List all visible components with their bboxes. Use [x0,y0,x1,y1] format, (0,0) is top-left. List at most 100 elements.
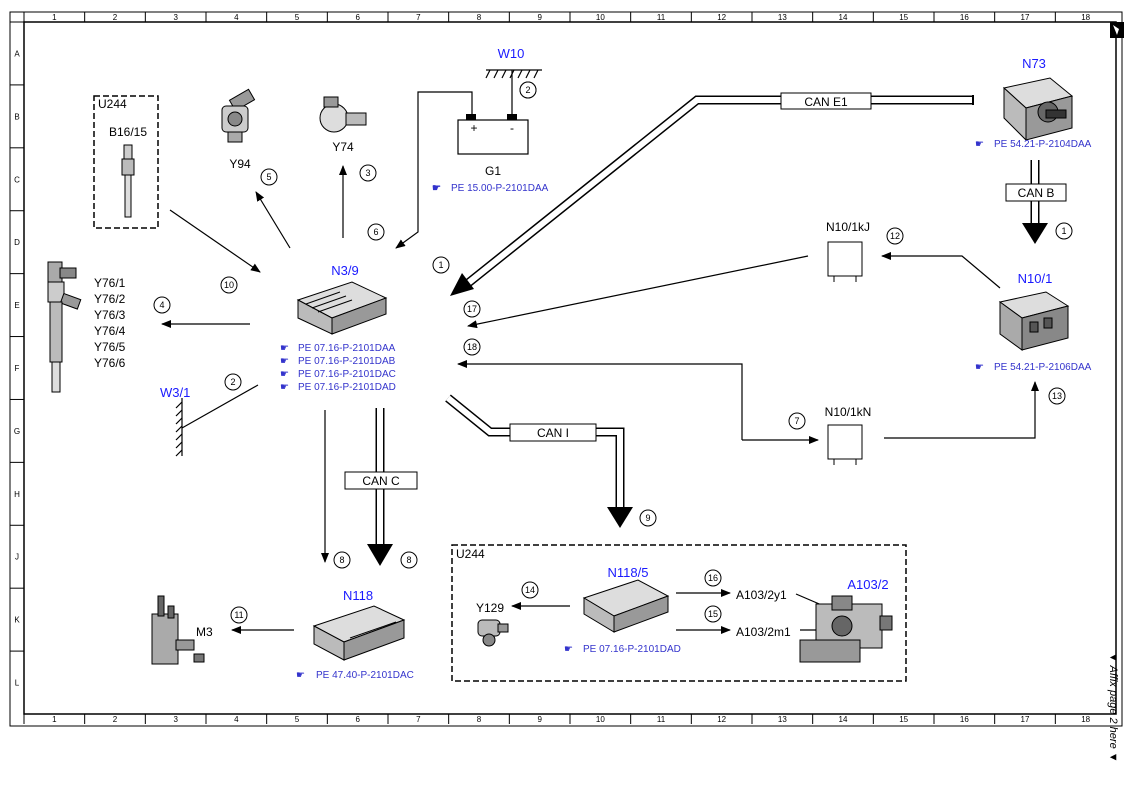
column-label: 1 [52,13,57,22]
row-label: A [14,49,20,58]
row-label: G [14,427,20,436]
callout-markers [153,81,1073,624]
column-label: 16 [960,13,969,22]
marker-1-can-e1: 1 [438,260,443,270]
y74-label: Y74 [332,140,354,154]
column-label: 12 [717,13,726,22]
column-label: 18 [1081,13,1090,22]
u244-bottom-label: U244 [456,547,485,561]
n10-1kn-label: N10/1kN [825,405,872,419]
marker-1-can-b: 1 [1061,226,1066,236]
marker-4: 4 [159,300,164,310]
a103-2m1-label: A103/2m1 [736,625,791,639]
marker-3: 3 [365,168,370,178]
n10-1-label: N10/1 [1018,271,1053,286]
column-label: 1 [52,715,57,724]
signal-lines [161,70,1039,634]
n3-9-ref: PE 07.16-P-2101DAA [298,343,396,354]
book-icon: ☛ [975,139,984,150]
u244-top-label: U244 [98,97,127,111]
n3-9-label: N3/9 [331,263,358,278]
battery-icon [457,114,529,155]
column-label: 4 [234,715,239,724]
g1-plus-label: + [470,121,477,135]
marker-2-w3-1: 2 [230,377,235,387]
valve-y129-icon [477,619,509,647]
column-label: 16 [960,715,969,724]
marker-10: 10 [224,280,234,290]
column-label: 18 [1081,715,1090,724]
book-icon: ☛ [296,670,305,681]
marker-6: 6 [373,227,378,237]
u244-top-box [93,95,159,229]
marker-13: 13 [1052,391,1062,401]
injector-label: Y76/2 [94,292,126,306]
page-corner-icon [1110,22,1124,38]
n118-5-ref: PE 07.16-P-2101DAD [583,644,681,655]
book-icon: ☛ [564,644,573,655]
column-label: 11 [657,715,666,724]
book-icon: ☛ [280,343,289,354]
marker-17: 17 [467,304,477,314]
column-label: 6 [355,13,360,22]
y129-label: Y129 [476,601,504,615]
adblue-control-unit-icon [582,579,670,633]
book-icon: ☛ [975,362,984,373]
row-label: E [14,301,19,310]
w10-ground-symbol [485,69,542,79]
tank-module-icon [799,595,893,663]
marker-11: 11 [234,610,243,620]
column-label: 2 [113,13,118,22]
row-label: C [14,175,20,184]
u244-bottom-box [451,544,907,682]
row-label: F [15,364,20,373]
injector-label: Y76/3 [94,308,126,322]
can-e1-label: CAN E1 [804,95,848,109]
n118-ref: PE 47.40-P-2101DAC [316,670,414,681]
marker-7: 7 [794,416,799,426]
marker-12: 12 [890,231,900,241]
column-label: 7 [416,13,421,22]
n3-9-references: ☛ PE 07.16-P-2101DAA ☛ PE 07.16-P-2101DA… [280,343,396,393]
row-label: B [14,112,19,121]
g1-ref: PE 15.00-P-2101DAA [451,183,549,194]
can-b-bus: CAN B [1005,160,1067,244]
column-label: 14 [839,715,848,724]
n3-9-ref: PE 07.16-P-2101DAC [298,369,396,380]
affix-note: ▼ Affix page 2 here ▼ [1107,652,1119,763]
a103-2-label: A103/2 [847,577,888,592]
marker-2-w10: 2 [525,85,530,95]
can-b-label: CAN B [1018,186,1055,200]
n10-1-ref: PE 54.21-P-2106DAA [994,362,1092,373]
column-label: 10 [596,13,605,22]
column-label: 5 [295,13,300,22]
fuel-pump-icon [151,595,205,665]
marker-8-n118: 8 [339,555,344,565]
n118-5-label: N118/5 [608,565,649,580]
column-label: 7 [416,715,421,724]
injector-label: Y76/5 [94,340,126,354]
book-icon: ☛ [280,369,289,380]
n10-1kj-label: N10/1kJ [826,220,870,234]
column-label: 4 [234,13,239,22]
row-label: D [14,238,20,247]
temperature-sensor-icon [121,144,135,218]
marker-14: 14 [525,585,535,595]
relay-n10-1kn-icon [827,424,863,465]
injector-labels: Y76/1 Y76/2 Y76/3 Y76/4 Y76/5 Y76/6 [94,276,126,370]
column-label: 14 [839,13,848,22]
m3-label: M3 [196,625,213,639]
w10-label: W10 [498,46,525,61]
n73-ref: PE 54.21-P-2104DAA [994,139,1092,150]
column-label: 10 [596,715,605,724]
marker-9: 9 [645,513,650,523]
injector-label: Y76/4 [94,324,126,338]
column-label: 9 [537,13,542,22]
can-i-bus: CAN I [445,394,633,528]
can-i-label: CAN I [537,426,569,440]
pressure-regulator-icon [319,96,367,133]
column-label: 15 [899,13,908,22]
